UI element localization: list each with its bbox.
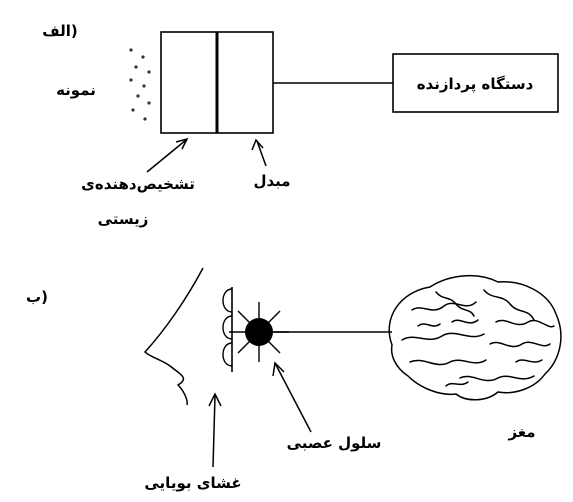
bio-recognizer-label-line2: زیستی — [98, 210, 149, 228]
processor-label: دستگاه پردازنده — [417, 75, 534, 94]
olfactory-receptor-cells — [222, 288, 233, 367]
processor-box — [392, 53, 559, 113]
nose-profile-drawing — [143, 267, 204, 406]
sample-label: نمونه — [56, 81, 96, 99]
transducer-label: مبدل — [253, 172, 290, 190]
brain-drawing — [388, 274, 562, 401]
olfactory-membrane-label: غشای بویایی — [144, 474, 241, 492]
recognizer-arrow — [146, 137, 189, 173]
bio-recognizer-label-line1: تشخیص‌دهنده‌ی — [81, 175, 195, 193]
part-b-marker: ب) — [26, 288, 48, 306]
neuron-label: سلول عصبی — [287, 434, 382, 452]
membrane-arrow — [208, 392, 222, 468]
neuron-arrow — [272, 361, 312, 433]
brain-label: مغز — [507, 423, 535, 441]
neuron-cell — [229, 302, 289, 362]
part-a-marker: الف) — [42, 22, 78, 40]
sample-dots — [129, 48, 151, 121]
transducer-arrow — [251, 138, 267, 167]
